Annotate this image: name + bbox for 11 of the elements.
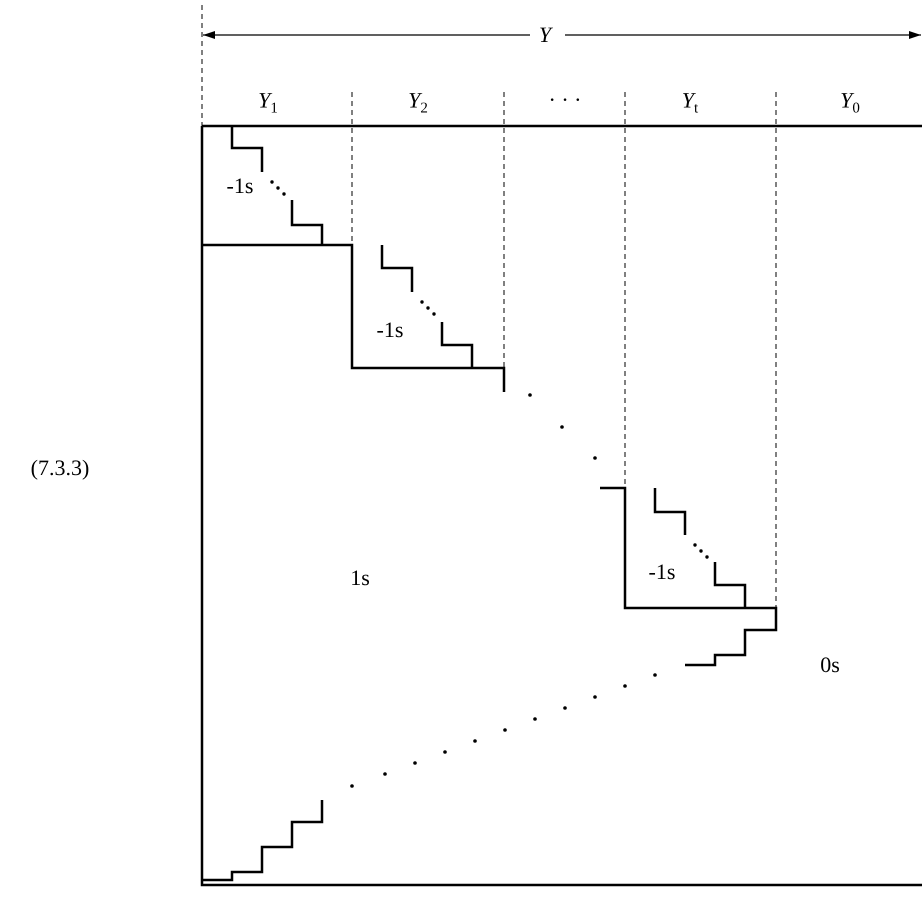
block-label: -1s <box>376 319 404 341</box>
column-label: Y$_{2}$ <box>408 89 428 117</box>
region-label: 1s <box>350 567 370 589</box>
ellipsis: · · · <box>548 89 582 111</box>
column-label: Y$_{t}$ <box>682 89 698 117</box>
block-label: -1s <box>226 175 254 197</box>
column-label: Y$_{0}$ <box>840 89 860 117</box>
block-label: -1s <box>648 561 676 583</box>
region-label: 0s <box>820 654 840 676</box>
column-label: Y$_{1}$ <box>258 89 278 117</box>
equation-number: (7.3.3) <box>30 457 90 479</box>
